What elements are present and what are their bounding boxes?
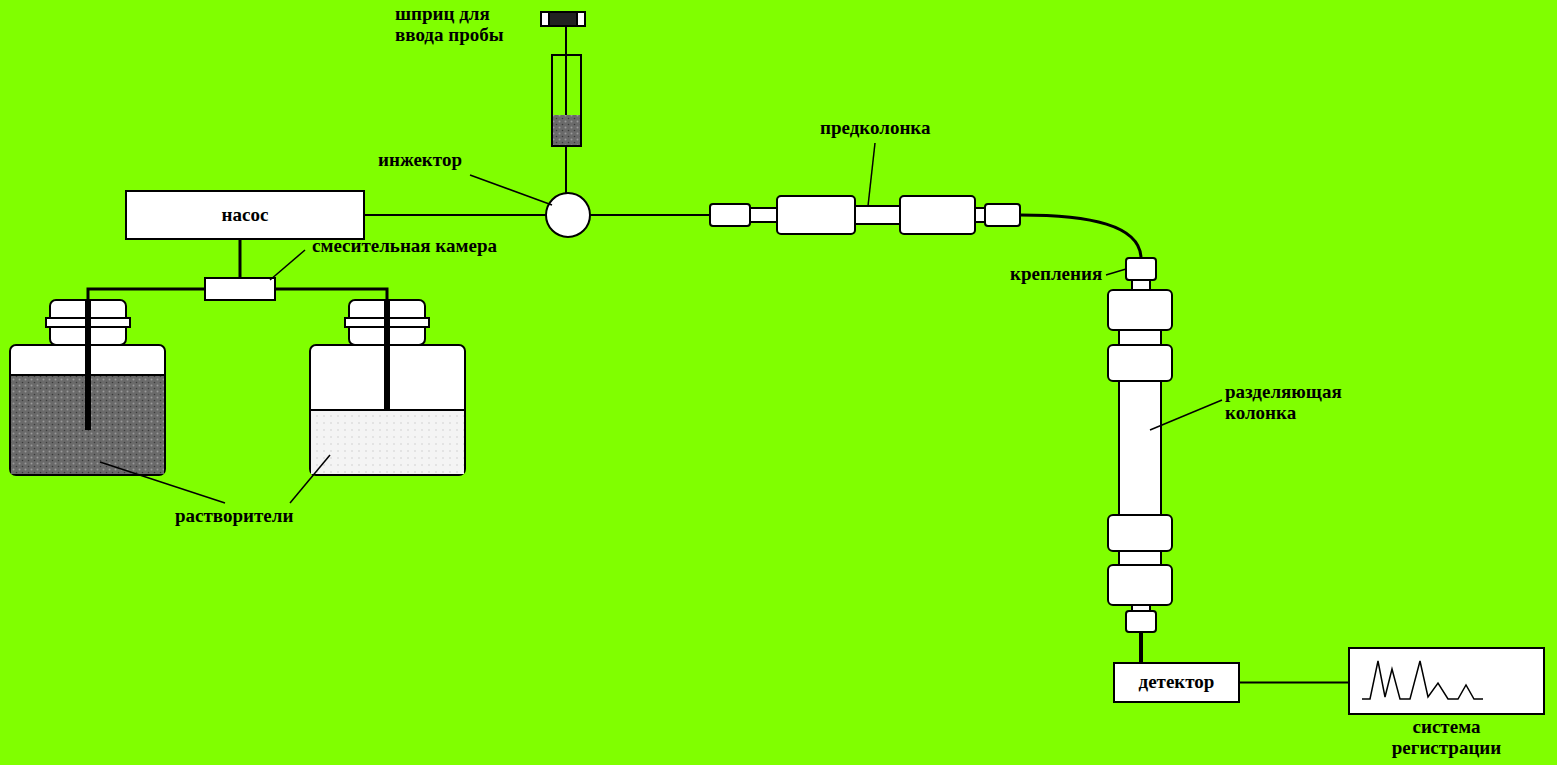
solvent-fill-light (311, 410, 464, 474)
syringe-plunger-cap (549, 12, 577, 26)
precolumn-body (750, 208, 778, 222)
precolumn-nut (710, 204, 750, 226)
column-stem (1132, 280, 1150, 290)
mixer-to-pump-tube (239, 240, 242, 278)
part-label: смесительная камера (312, 236, 497, 257)
recorder-box: система регистрации (1348, 647, 1545, 758)
column-tube (1119, 330, 1161, 345)
part-label: предколонка (820, 118, 931, 139)
leader-line (470, 175, 552, 205)
syringe-needle (565, 146, 567, 193)
column-to-detector-tube (1139, 632, 1143, 662)
syringe-plunger-rod (565, 26, 567, 115)
node-label: детектор (1139, 672, 1215, 693)
leader-line (868, 143, 875, 206)
pump-to-injector-tube (365, 214, 546, 216)
leader-line (1106, 269, 1126, 275)
part-label: инжектор (378, 150, 462, 171)
syringe-sample (553, 115, 580, 145)
injector-valve (546, 193, 590, 237)
recorder-frame (1349, 648, 1544, 714)
precolumn-fitting (777, 196, 855, 234)
node-caption: система регистрации (1372, 717, 1522, 758)
part-label: растворители (175, 506, 293, 527)
precolumn-nut (985, 204, 1020, 226)
precolumn-to-column-tube (1020, 215, 1141, 258)
precolumn-body (975, 208, 985, 222)
syringe-plunger-head (541, 12, 585, 26)
separation-column-tube (1119, 381, 1161, 515)
syringe-barrel (552, 55, 581, 146)
mixing-chamber (205, 278, 275, 300)
leader-line (1150, 400, 1222, 430)
injector-to-precolumn-tube (590, 214, 710, 216)
column-fitting (1108, 290, 1172, 330)
column-tube (1119, 551, 1161, 565)
column-fitting (1108, 515, 1172, 551)
column-fitting (1108, 565, 1172, 605)
column-fitting (1108, 345, 1172, 381)
detector-box: детектор (1113, 662, 1240, 703)
precolumn-body (855, 206, 900, 224)
part-label: крепления (1010, 264, 1102, 285)
pump-box: насос (125, 190, 365, 240)
solvent-intake-left (85, 300, 91, 430)
part-label: шприц для ввода пробы (395, 4, 507, 45)
chromatogram-peaks (1362, 661, 1483, 699)
part-label: разделяющая колонка (1225, 382, 1375, 423)
precolumn-fitting (900, 196, 975, 234)
leader-line (270, 250, 305, 280)
solvent-intake-right (384, 300, 390, 410)
signal-wire (1240, 682, 1348, 684)
leader-line (100, 462, 225, 503)
leader-line (290, 455, 330, 503)
column-nut (1126, 258, 1156, 280)
node-label: насос (222, 205, 269, 226)
chromatogram-display (1348, 647, 1545, 715)
column-nut (1126, 611, 1156, 632)
